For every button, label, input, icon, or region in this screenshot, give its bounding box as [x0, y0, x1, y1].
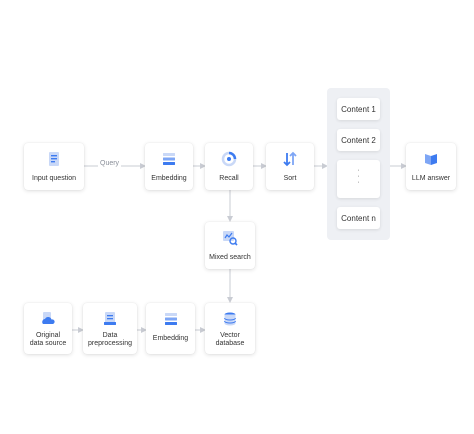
- node-label: Recall: [219, 175, 239, 182]
- node-label: Embedding: [152, 335, 189, 342]
- node-label-line1: Vector: [220, 332, 240, 339]
- search-chart-icon: [222, 230, 238, 246]
- sort-arrows-icon: [282, 151, 298, 167]
- content-item-2: Content 2: [337, 129, 380, 151]
- node-label-line1: Original: [35, 332, 61, 339]
- node-label: Vector database: [205, 332, 255, 348]
- node-embedding-top: Embedding: [145, 143, 193, 190]
- document-process-icon: [102, 311, 118, 327]
- node-label: Data preprocessing: [83, 332, 137, 348]
- content-ellipsis-card: · · ·: [337, 160, 380, 198]
- node-label-line2: database: [215, 340, 245, 347]
- document-list-icon: [46, 151, 62, 167]
- node-vector-database: Vector database: [205, 303, 255, 354]
- node-llm-answer: LLM answer: [406, 143, 456, 190]
- node-sort: Sort: [266, 143, 314, 190]
- node-mixed-search: Mixed search: [205, 222, 255, 269]
- node-label: Input question: [32, 175, 76, 182]
- book-icon: [423, 151, 439, 167]
- node-label: Sort: [283, 175, 297, 182]
- node-embedding-bottom: Embedding: [146, 303, 195, 354]
- contents-group: Content 1 Content 2 · · · Content n: [327, 88, 390, 240]
- node-label-line2: preprocessing: [88, 340, 132, 347]
- cloud-data-icon: [40, 311, 56, 327]
- node-label: Original data source: [24, 332, 72, 348]
- node-input-question: Input question: [24, 143, 84, 190]
- ellipsis-dot: ·: [357, 167, 360, 174]
- stacked-layers-icon: [163, 311, 179, 327]
- database-icon: [222, 311, 238, 327]
- recall-ring-icon: [221, 151, 237, 167]
- ellipsis-dot: ·: [357, 173, 360, 180]
- node-label-line1: Data: [102, 332, 118, 339]
- node-data-preprocessing: Data preprocessing: [83, 303, 137, 354]
- node-label: Mixed search: [209, 254, 251, 261]
- stacked-layers-icon: [161, 151, 177, 167]
- node-label: LLM answer: [411, 175, 451, 182]
- ellipsis-dot: ·: [357, 179, 360, 186]
- node-recall: Recall: [205, 143, 253, 190]
- node-label: Embedding: [151, 175, 187, 182]
- node-label-line2: data source: [29, 340, 67, 347]
- content-item-1: Content 1: [337, 98, 380, 120]
- edge-label-query: Query: [98, 160, 122, 167]
- node-original-data-source: Original data source: [24, 303, 72, 354]
- content-item-n: Content n: [337, 207, 380, 229]
